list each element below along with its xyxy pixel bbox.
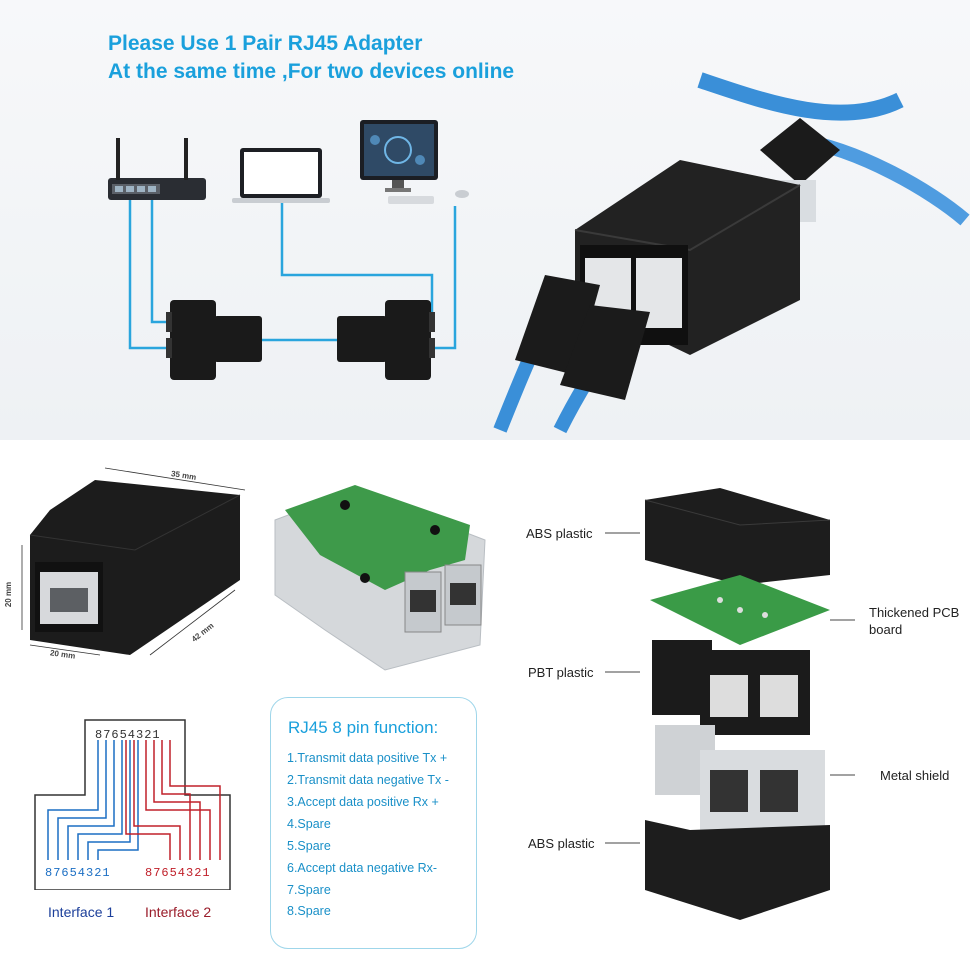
pin-function-item: 4.Spare xyxy=(287,817,331,831)
desktop-computer-icon xyxy=(360,120,469,204)
pin-function-item: 7.Spare xyxy=(287,883,331,897)
router-icon xyxy=(108,138,206,200)
exploded-view xyxy=(605,488,855,920)
pins-top: 87654321 xyxy=(95,728,161,742)
adapter-product-photo xyxy=(493,72,970,434)
pin-function-item: 8.Spare xyxy=(287,904,331,918)
metal-shield xyxy=(655,725,825,830)
dimension-height: 20 mm xyxy=(4,581,14,608)
pcb-board xyxy=(650,575,830,645)
adapter-left-icon xyxy=(166,300,262,380)
label-pbt-plastic: PBT plastic xyxy=(528,665,594,680)
pin-function-item: 6.Accept data negative Rx- xyxy=(287,861,438,875)
headline-line-2: At the same time ,For two devices online xyxy=(108,60,515,83)
laptop-icon xyxy=(232,148,330,203)
network-diagram xyxy=(108,72,970,434)
interface-2-wires xyxy=(125,740,221,860)
adapter-front-photo xyxy=(29,480,241,655)
pins-interface-1: 87654321 xyxy=(45,866,111,880)
pin-function-item: 2.Transmit data negative Tx - xyxy=(287,773,449,787)
dimension-drawing xyxy=(21,467,246,656)
interface-1-label: Interface 1 xyxy=(48,904,115,920)
label-abs-plastic-bottom: ABS plastic xyxy=(528,836,595,851)
headline-line-1: Please Use 1 Pair RJ45 Adapter xyxy=(108,32,423,55)
interface-1-wires xyxy=(47,740,139,860)
pin-function-item: 5.Spare xyxy=(287,839,331,853)
pcb-internal-photo xyxy=(274,485,486,671)
abs-top-shell xyxy=(644,488,831,585)
pbt-jack-block xyxy=(652,640,810,735)
pins-interface-2: 87654321 xyxy=(145,866,211,880)
interface-2-label: Interface 2 xyxy=(145,904,212,920)
adapter-right-icon xyxy=(337,300,435,380)
abs-bottom-shell xyxy=(645,820,830,920)
label-pcb-line-2: board xyxy=(869,622,903,637)
pin-function-item: 3.Accept data positive Rx + xyxy=(287,795,439,809)
wiring-schematic xyxy=(34,719,231,890)
label-metal-shield: Metal shield xyxy=(880,768,950,783)
label-pcb-board: Thickened PCB board xyxy=(869,604,959,638)
pin-function-title: RJ45 8 pin function: xyxy=(288,718,439,737)
label-pcb-line-1: Thickened PCB xyxy=(869,605,960,620)
pin-function-item: 1.Transmit data positive Tx + xyxy=(287,751,448,765)
headline: Please Use 1 Pair RJ45 Adapter At the sa… xyxy=(108,30,514,86)
pin-function-box xyxy=(270,697,477,949)
label-abs-plastic-top: ABS plastic xyxy=(526,526,593,541)
